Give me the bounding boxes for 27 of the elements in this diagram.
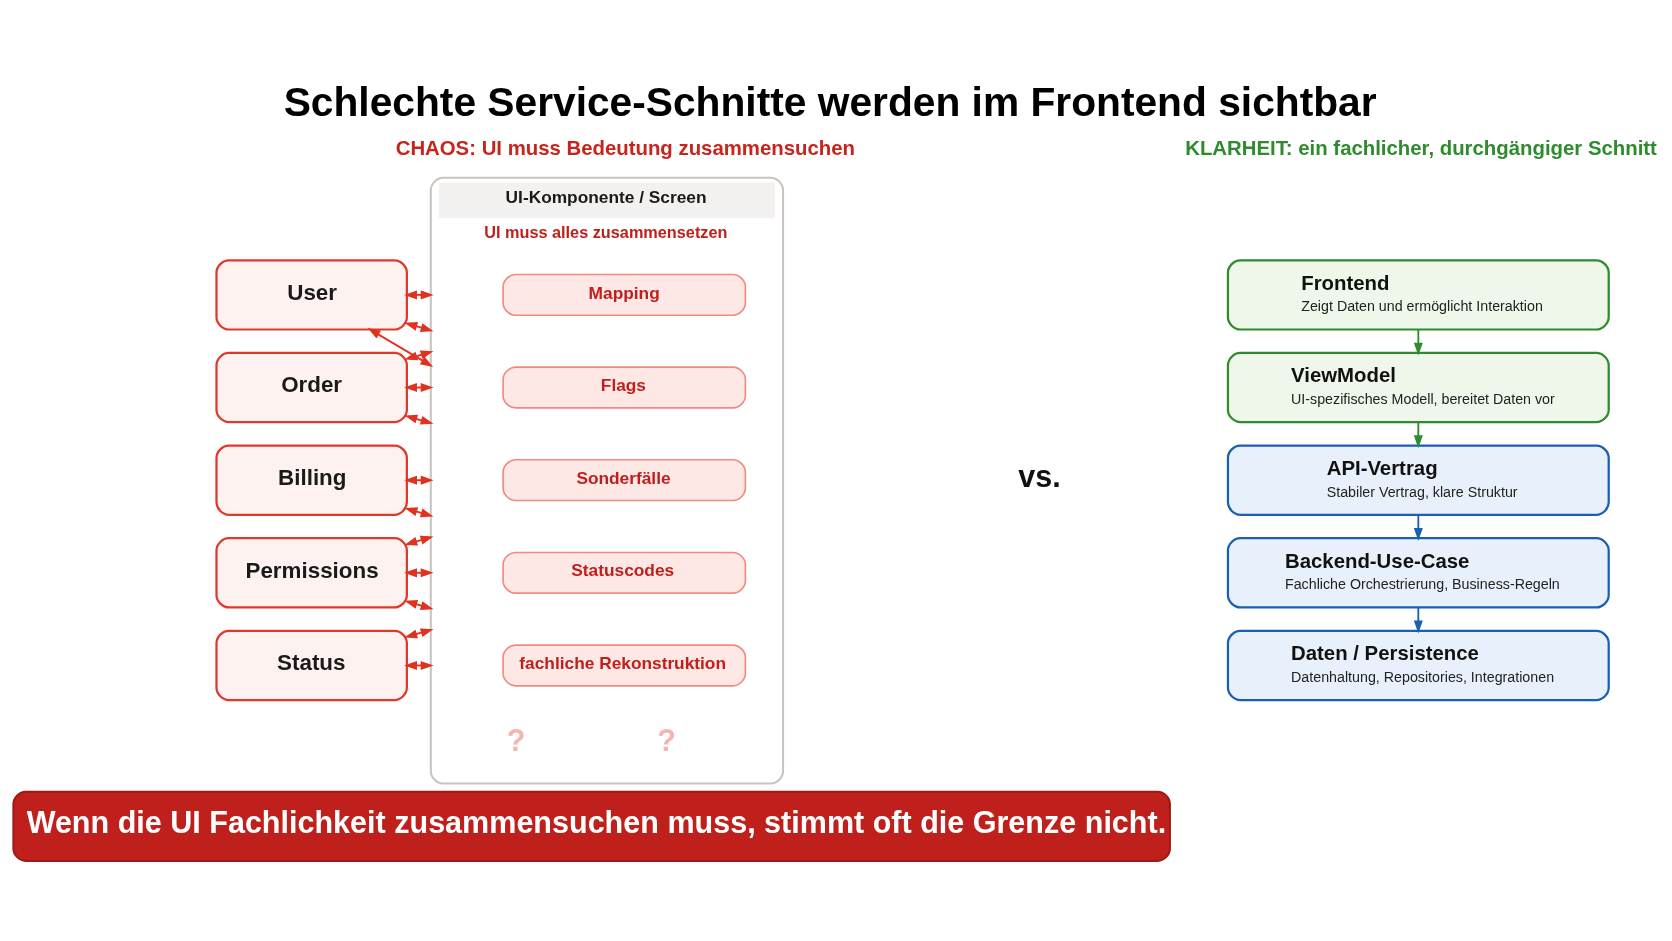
node-box: Order bbox=[214, 351, 408, 424]
node-box: Wenn die UI Fachlichkeit zusammensuchen muss, stimmt oft die Grenze nicht. bbox=[11, 790, 1171, 862]
node-box: Flags bbox=[501, 366, 746, 409]
node-box: API-Vertrag Stabiler Vertrag, klare Struktur bbox=[1226, 444, 1610, 516]
node-box: Status bbox=[214, 629, 408, 702]
node-box: Mapping bbox=[501, 273, 746, 317]
node-box: Statuscodes bbox=[501, 551, 746, 594]
label: vs. bbox=[1017, 458, 1061, 493]
arrow bbox=[1413, 328, 1423, 356]
arrow bbox=[367, 328, 433, 367]
diagram-title: Schlechte Service-Schnitte werden im Frontend sichtbar bbox=[283, 78, 1377, 125]
node-box: ViewModel UI-spezifisches Modell, bereitet Daten vor bbox=[1226, 351, 1610, 424]
label: CHAOS: UI muss Bedeutung zusammensuchen bbox=[395, 137, 855, 160]
node-box: Backend-Use-Case Fachliche Orchestrierung, Business-Regeln bbox=[1226, 537, 1610, 609]
node-box: Billing bbox=[214, 444, 408, 516]
label: ? bbox=[506, 722, 525, 757]
label: KLARHEIT: ein fachlicher, durchgängiger Schnitt bbox=[1184, 137, 1657, 160]
node-box: Sonderfälle bbox=[501, 459, 746, 502]
node-box: Daten / Persistence Datenhaltung, Repositories, Integrationen bbox=[1226, 629, 1610, 702]
node-box: Permissions bbox=[214, 537, 408, 609]
arrow bbox=[1413, 421, 1423, 449]
node-box: fachliche Rekonstruktion bbox=[501, 644, 746, 687]
arrow bbox=[1413, 514, 1423, 541]
node-box: Frontend Zeigt Daten und ermöglicht Interaktion bbox=[1226, 259, 1610, 331]
node-box: User bbox=[214, 259, 408, 331]
label: ? bbox=[656, 722, 676, 757]
arrow bbox=[1413, 606, 1423, 634]
